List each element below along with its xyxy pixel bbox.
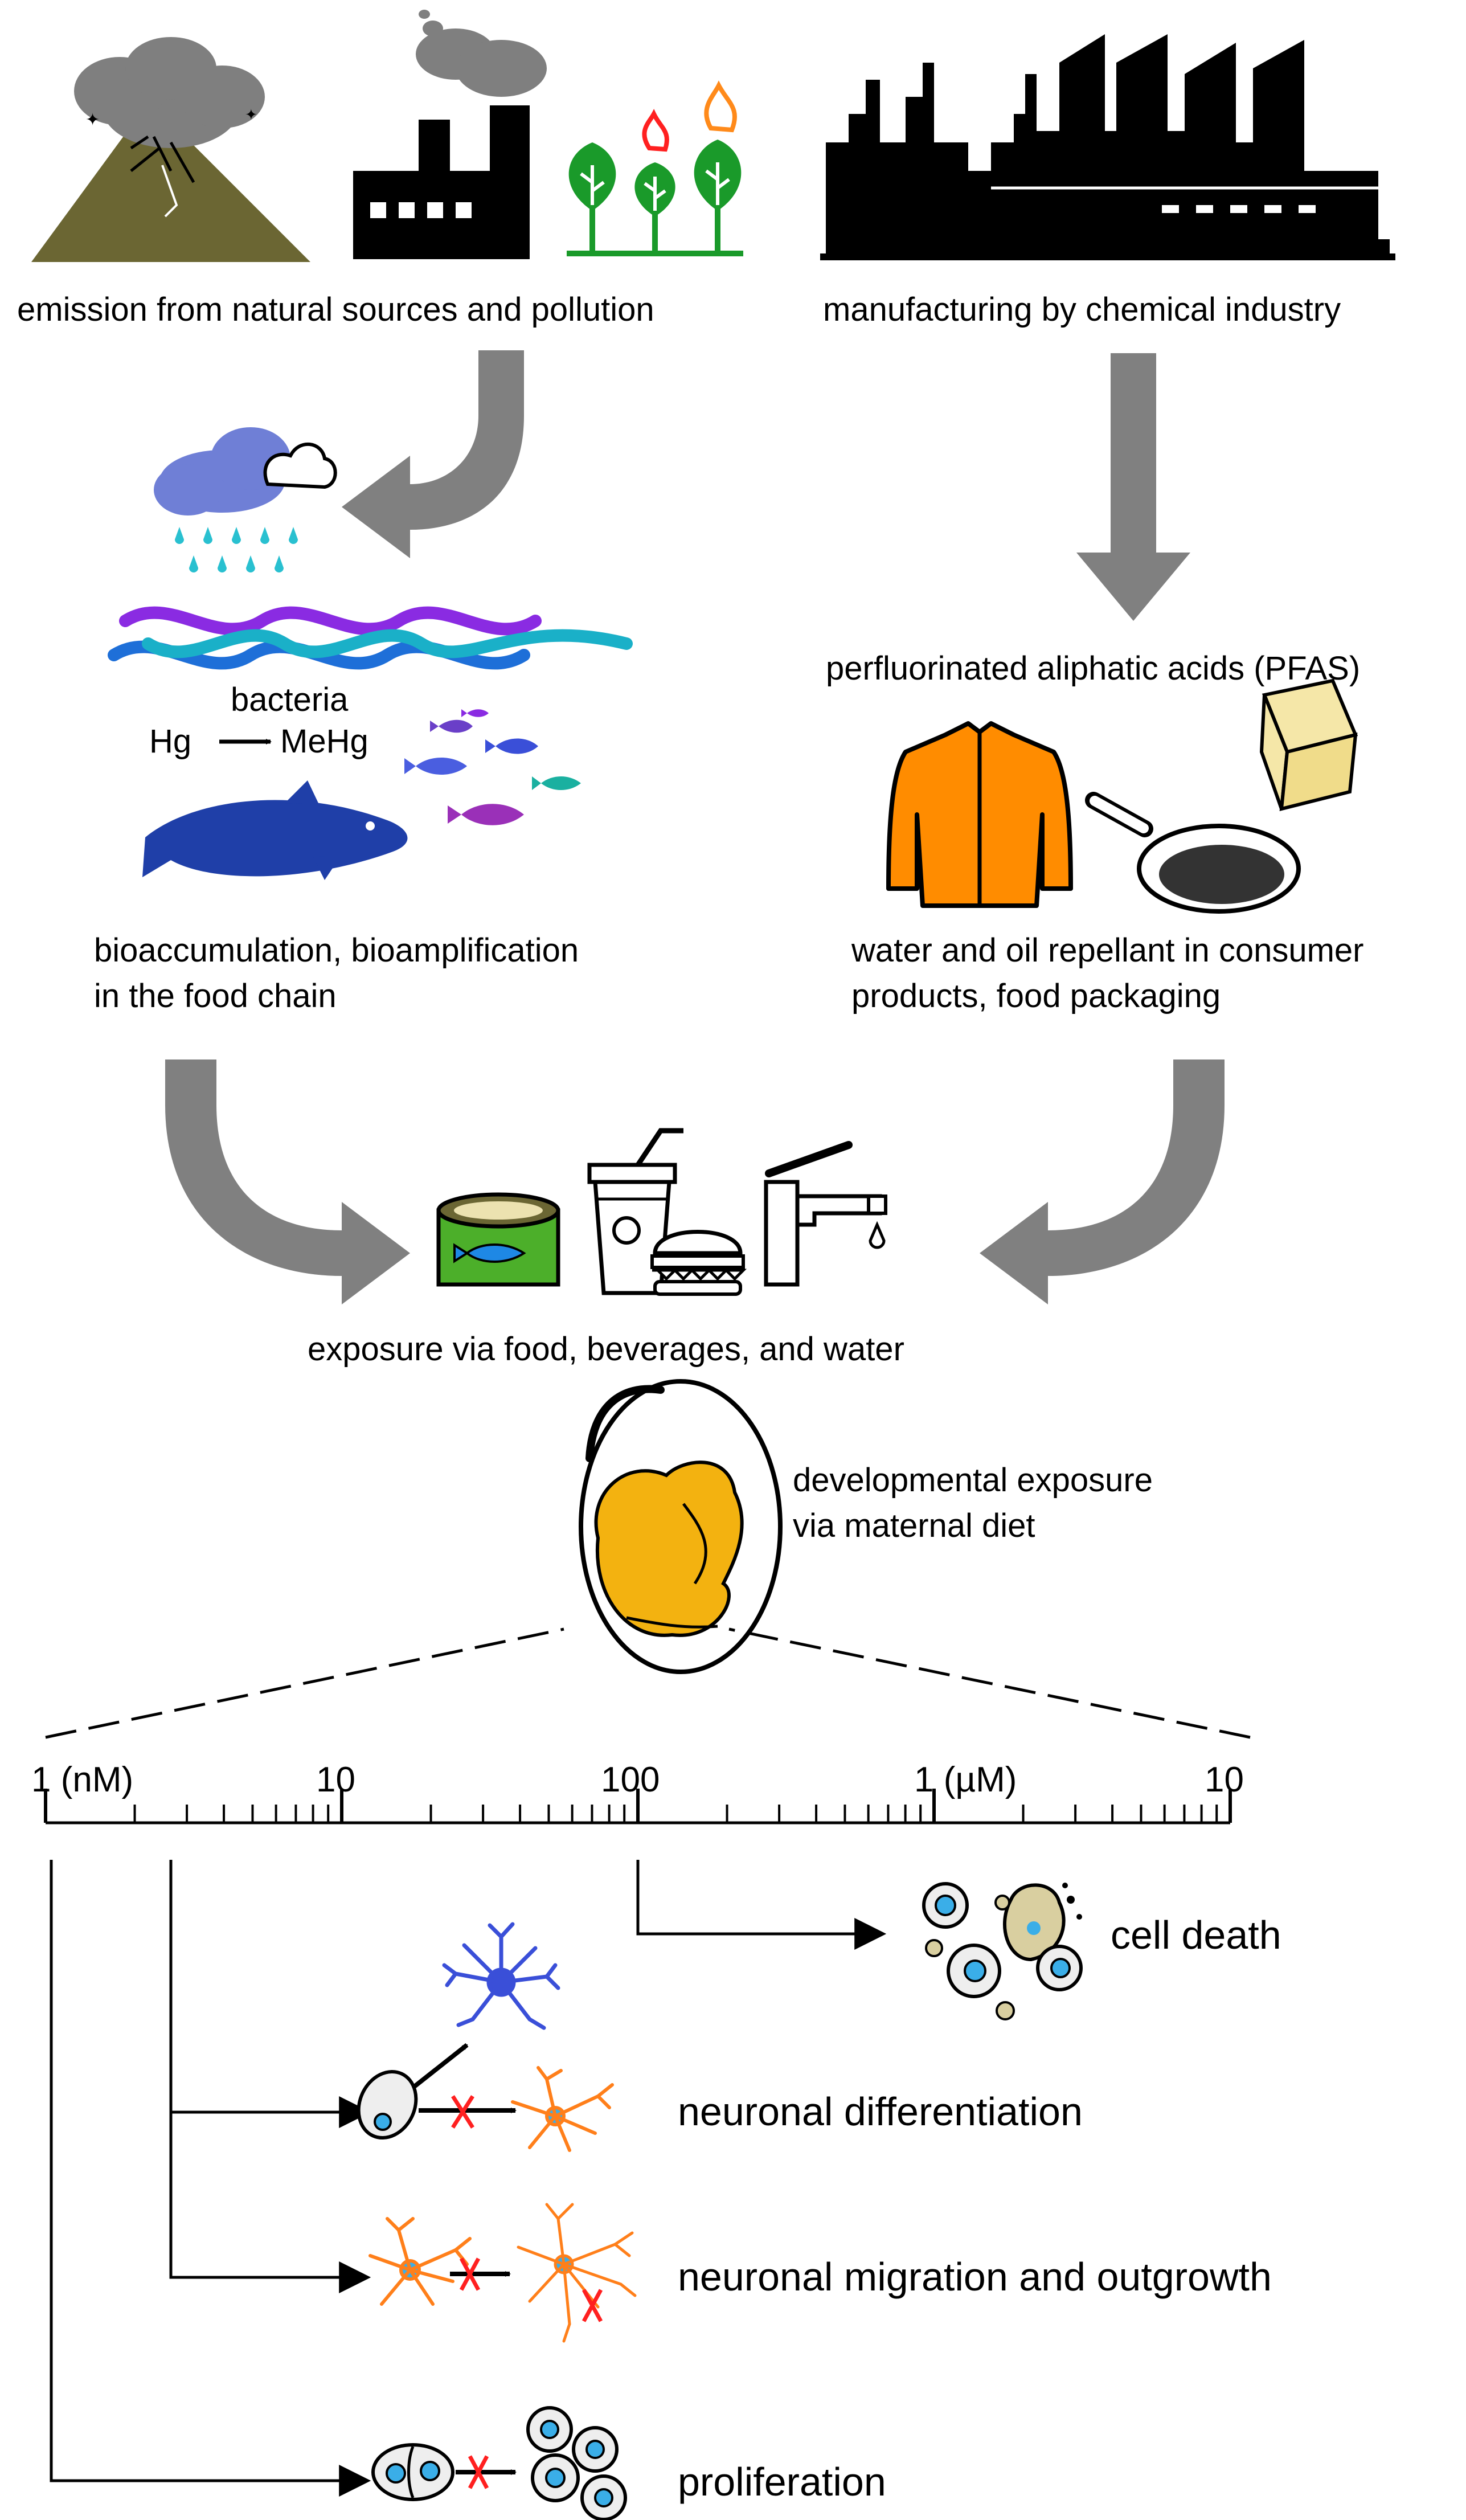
label-mehg: MeHg [280, 723, 368, 760]
connector-neuronal-migration [169, 2112, 371, 2293]
tick-label-100nm: 100 [601, 1760, 660, 1799]
tick-label-1nm: 1 (nM) [31, 1760, 134, 1799]
rain-cloud-icon [154, 427, 337, 572]
cell-death-icon [922, 1882, 1083, 2020]
label-developmental-line2: via maternal diet [793, 1507, 1035, 1544]
label-hg: Hg [149, 723, 192, 760]
factory-icon [353, 10, 547, 259]
canned-fish-icon [436, 1192, 560, 1287]
label-chemical-industry: manufacturing by chemical industry [823, 291, 1341, 328]
water-faucet-icon [764, 1141, 887, 1287]
tick-label-10um: 10 [1205, 1760, 1244, 1799]
zoom-line-left [45, 1627, 564, 1739]
differentiation-icon [357, 1922, 614, 2152]
label-proliferation: proliferation [678, 2460, 886, 2504]
arrow-industry-to-pfas [1076, 353, 1190, 621]
zoom-line-right [728, 1627, 1251, 1739]
label-natural-sources: emission from natural sources and pollut… [17, 291, 654, 328]
label-exposure: exposure via food, beverages, and water [308, 1331, 904, 1368]
migration-icon [368, 2203, 637, 2343]
svg-text:✦: ✦ [245, 106, 257, 123]
large-fish-icon [142, 780, 408, 880]
arrow-products-to-exposure [980, 1059, 1225, 1304]
food-box-icon [1259, 678, 1358, 811]
proliferation-icon [371, 2406, 627, 2520]
svg-text:✦: ✦ [85, 111, 100, 129]
label-bioaccumulation-line2: in the food chain [94, 977, 337, 1014]
label-neuronal-migration: neuronal migration and outgrowth [678, 2255, 1272, 2299]
rain-jacket-icon [886, 721, 1073, 908]
concentration-scale [44, 1789, 1232, 1824]
burger-icon [650, 1230, 747, 1296]
chemical-plant-icon [820, 34, 1395, 260]
label-cell-death: cell death [1111, 1913, 1281, 1957]
volcano-icon: ✦ ✦ [31, 37, 310, 262]
embryo-icon [579, 1379, 783, 1674]
water-waves-icon [108, 606, 633, 670]
arrow-natural-to-rain [342, 350, 524, 558]
tick-label-10nm: 10 [316, 1760, 355, 1799]
connector-neuronal-differentiation [169, 1860, 371, 2128]
tick-label-1um: 1 (µM) [914, 1760, 1017, 1799]
label-bacteria: bacteria [231, 681, 349, 718]
label-developmental-line1: developmental exposure [793, 1462, 1153, 1499]
connector-cell-death [636, 1860, 887, 1950]
burning-trees-icon [567, 80, 743, 256]
frying-pan-icon [1085, 792, 1301, 914]
label-repellant-line2: products, food packaging [851, 977, 1221, 1014]
label-repellant-line1: water and oil repellant in consumer [851, 932, 1364, 969]
fish-school-icon [142, 709, 581, 880]
label-bioaccumulation-line1: bioaccumulation, bioamplification [94, 932, 579, 969]
label-pfas: perfluorinated aliphatic acids (PFAS) [826, 650, 1361, 687]
arrow-foodchain-to-exposure [165, 1059, 410, 1304]
connector-proliferation [50, 1860, 371, 2497]
outcome-connectors [50, 1860, 887, 2497]
label-neuronal-differentiation: neuronal differentiation [678, 2089, 1083, 2134]
scale-ticks [44, 1789, 1232, 1823]
